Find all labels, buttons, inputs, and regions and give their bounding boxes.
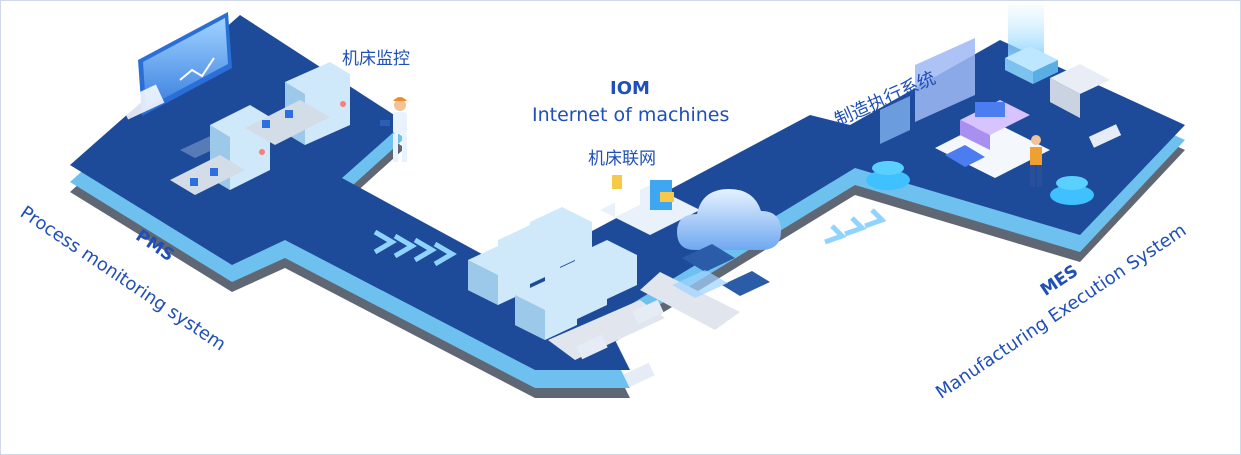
block-1	[576, 334, 608, 360]
flow-arrows-left	[373, 229, 457, 267]
mes-server-stack	[1005, 46, 1110, 118]
iom-abbr: IOM	[610, 78, 650, 99]
cloud-icon	[677, 189, 781, 250]
pms-machines	[170, 62, 350, 195]
block-3	[632, 299, 664, 325]
mes-block	[1088, 124, 1122, 148]
iom-control-station	[600, 168, 700, 235]
dashboard-screen	[119, 12, 232, 120]
iom-machine-cluster	[468, 207, 637, 340]
device-tablets	[672, 244, 770, 298]
block-2	[623, 362, 655, 388]
flow-arrows-right	[824, 208, 887, 245]
worker-figure	[380, 97, 407, 162]
mes-location-pin	[945, 145, 985, 167]
pms-chinese-label: 机床监控	[342, 49, 410, 69]
iom-chinese-label: 机床联网	[588, 149, 656, 169]
mes-gear-nodes	[866, 161, 1094, 205]
walkway-right	[640, 272, 740, 330]
iom-full-name: Internet of machines	[532, 104, 730, 126]
mes-screens	[880, 38, 975, 144]
mes-central-console	[935, 100, 1050, 178]
mes-worker	[1030, 135, 1042, 187]
